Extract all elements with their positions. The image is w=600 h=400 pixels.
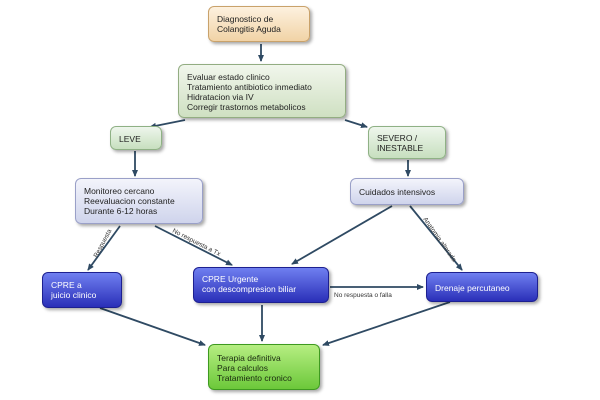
edge-drenaje-terapia xyxy=(322,301,451,346)
node-initial-management: Evaluar estado clinico Tratamiento antib… xyxy=(178,64,346,118)
node-cpre-juicio-line-1: CPRE a xyxy=(51,280,82,290)
edge-label-no-respuesta-tx: No respuesta a Tx xyxy=(171,228,222,259)
node-severo-line-1: SEVERO / xyxy=(377,133,418,143)
edge-label-respuesta: Respuesta xyxy=(93,228,114,259)
edge-initial-leve xyxy=(149,119,186,129)
node-cuidados-intensivos: Cuidados intensivos xyxy=(350,178,464,205)
node-terapia-definitiva: Terapia definitiva Para calculos Tratami… xyxy=(208,344,320,390)
edge-cuidados-cpre-urgente xyxy=(291,205,393,265)
node-cpre-juicio-clinico: CPRE a juicio clinico xyxy=(42,272,122,308)
node-severo-line-2: INESTABLE xyxy=(377,143,424,153)
node-monitoreo: Monitoreo cercano Reevaluacion constante… xyxy=(75,178,203,224)
node-monitoreo-line-3: Durante 6-12 horas xyxy=(84,206,158,216)
node-leve: LEVE xyxy=(110,126,162,150)
edge-cuidados-drenaje xyxy=(409,205,463,271)
node-drenaje-label: Drenaje percutaneo xyxy=(435,283,510,293)
edge-initial-severo xyxy=(344,119,368,129)
node-terapia-line-3: Tratamiento cronico xyxy=(217,373,292,383)
edge-monitoreo-cpre-urgente xyxy=(154,225,233,266)
node-leve-label: LEVE xyxy=(119,134,141,144)
node-diagnosis-line-1: Diagnostico de xyxy=(217,14,274,24)
node-monitoreo-line-1: Monitoreo cercano xyxy=(84,186,155,196)
node-initial-line-1: Evaluar estado clinico xyxy=(187,72,270,82)
edge-label-anatomia: Anatomia alterada xyxy=(421,216,457,264)
edge-label-no-respuesta-falla: No respuesta o falla xyxy=(334,292,392,299)
node-cuidados-label: Cuidados intensivos xyxy=(359,187,436,197)
node-terapia-line-2: Para calculos xyxy=(217,363,269,373)
node-cpre-urgente: CPRE Urgente con descompresion biliar xyxy=(193,267,329,303)
node-diagnosis-line-2: Colangitis Aguda xyxy=(217,24,281,34)
edge-cpre-juicio-terapia xyxy=(99,307,206,346)
node-monitoreo-line-2: Reevaluacion constante xyxy=(84,196,175,206)
node-initial-line-2: Tratamiento antibiotico inmediato xyxy=(187,82,312,92)
node-drenaje-percutaneo: Drenaje percutaneo xyxy=(426,272,538,302)
node-cpre-urgente-line-1: CPRE Urgente xyxy=(202,274,259,284)
node-severo-inestable: SEVERO / INESTABLE xyxy=(368,126,446,159)
node-initial-line-3: Hidratacion via IV xyxy=(187,92,254,102)
node-terapia-line-1: Terapia definitiva xyxy=(217,353,281,363)
node-cpre-juicio-line-2: juicio clinico xyxy=(51,290,97,300)
node-initial-line-4: Corregir trastornos metabolicos xyxy=(187,102,306,112)
node-diagnosis: Diagnostico de Colangitis Aguda xyxy=(208,6,310,42)
node-cpre-urgente-line-2: con descompresion biliar xyxy=(202,284,297,294)
edge-monitoreo-cpre-juicio xyxy=(87,225,121,271)
